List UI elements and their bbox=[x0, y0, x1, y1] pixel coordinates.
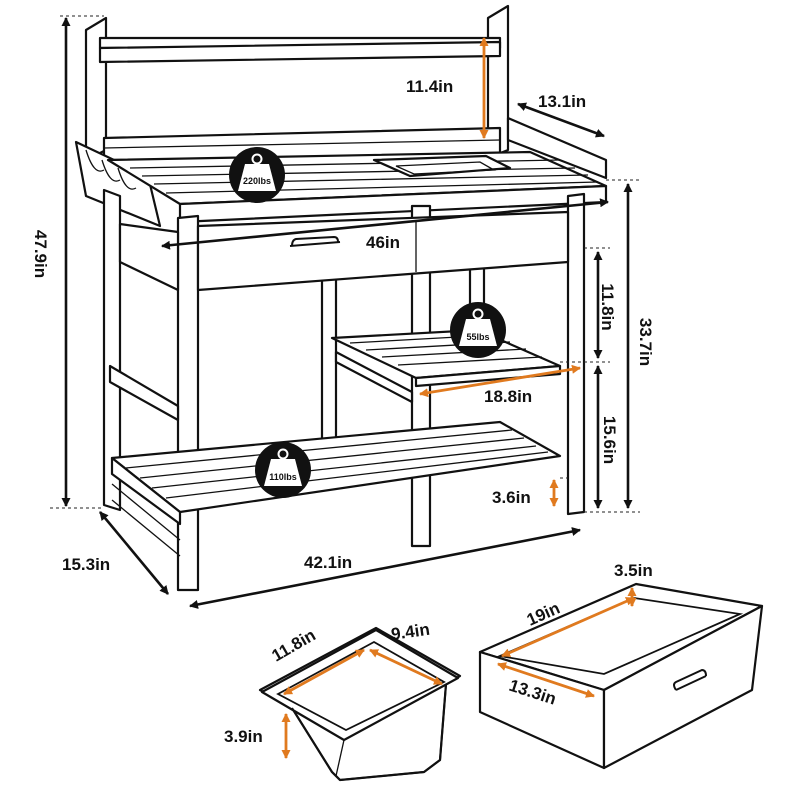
dim-middle-shelf-width bbox=[419, 364, 581, 398]
label-drawer-gap: 11.8in bbox=[598, 283, 617, 330]
label-base-depth: 15.3in bbox=[62, 555, 110, 574]
label-shelf-gap: 11.4in bbox=[406, 77, 453, 96]
label-middle-to-bottom: 15.6in bbox=[600, 416, 619, 464]
dim-sink-width bbox=[369, 648, 443, 686]
dim-drawer-length bbox=[501, 596, 635, 658]
weight-label-middle: 55lbs bbox=[466, 332, 489, 342]
label-sink-length: 11.8in bbox=[269, 625, 319, 665]
label-bottom-clearance: 3.6in bbox=[492, 488, 531, 507]
dim-drawer-width bbox=[497, 662, 595, 698]
weight-label-bottom: 110lbs bbox=[269, 472, 297, 482]
label-drawer-height: 3.5in bbox=[614, 561, 653, 580]
dim-base-width bbox=[189, 527, 581, 609]
sink-detail: 11.8in 9.4in 3.9in bbox=[224, 620, 462, 782]
dim-base-depth bbox=[98, 511, 170, 595]
label-sink-depth: 3.9in bbox=[224, 727, 263, 746]
weight-label-top: 220lbs bbox=[243, 176, 271, 186]
dimension-labels: 47.9in 11.4in 13.1in 46in 33.7in 11.8in … bbox=[31, 77, 655, 574]
dimension-lines bbox=[61, 17, 633, 609]
dim-top-depth bbox=[517, 102, 605, 138]
weight-icon-middle: 55lbs bbox=[450, 302, 506, 358]
label-top-depth: 13.1in bbox=[538, 92, 586, 111]
label-sink-width: 9.4in bbox=[390, 620, 431, 644]
weight-icon-bottom: 110lbs bbox=[255, 442, 311, 498]
dim-top-width bbox=[161, 198, 609, 250]
weight-icon-top: 220lbs bbox=[229, 147, 285, 203]
label-base-width: 42.1in bbox=[304, 553, 352, 572]
label-top-width: 46in bbox=[366, 233, 400, 252]
label-overall-height: 47.9in bbox=[31, 230, 50, 278]
handle-icon bbox=[673, 668, 707, 691]
drawer-detail: 19in 3.5in 13.3in bbox=[478, 561, 764, 770]
label-table-height: 33.7in bbox=[636, 318, 655, 366]
dim-sink-length bbox=[283, 648, 365, 696]
label-middle-shelf-width: 18.8in bbox=[484, 387, 532, 406]
